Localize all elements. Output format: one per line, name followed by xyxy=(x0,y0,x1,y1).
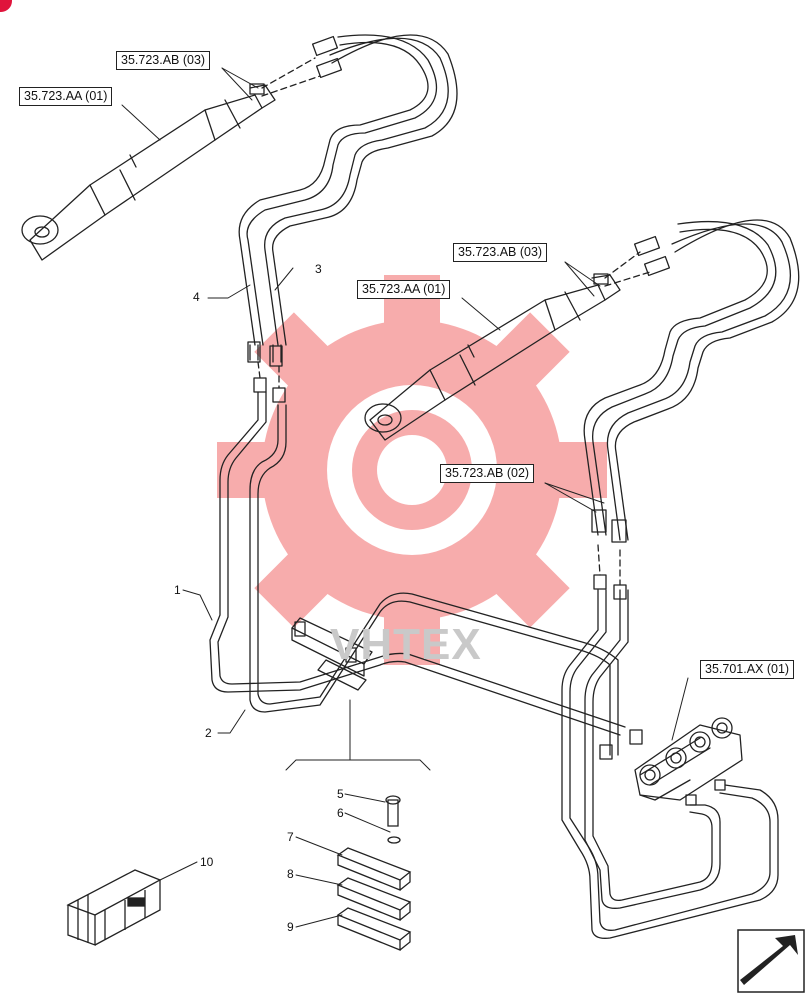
rigid-pipe-right xyxy=(561,589,779,939)
callout-1: 1 xyxy=(174,583,181,597)
ref-box-35723aa-01-upper[interactable]: 35.723.AA (01) xyxy=(19,87,113,106)
callout-5: 5 xyxy=(337,787,344,801)
callout-9: 9 xyxy=(287,920,294,934)
fittings xyxy=(247,35,671,760)
callout-4: 4 xyxy=(193,290,200,304)
ref-box-35701ax-01[interactable]: 35.701.AX (01) xyxy=(700,660,795,679)
leader-lines xyxy=(121,67,689,928)
ref-box-35723aa-01-lower[interactable]: 35.723.AA (01) xyxy=(357,280,451,299)
callout-8: 8 xyxy=(287,867,294,881)
hose-lower-pair xyxy=(583,219,800,541)
watermark-gear-icon xyxy=(217,275,607,665)
callout-2: 2 xyxy=(205,726,212,740)
hydraulic-cylinder-upper xyxy=(21,84,276,261)
callout-3: 3 xyxy=(315,262,322,276)
clamp-exploded xyxy=(336,795,412,951)
ref-box-35723ab-03-lower[interactable]: 35.723.AB (03) xyxy=(453,243,548,262)
hose-upper-pair xyxy=(238,34,458,363)
ref-box-35723ab-02[interactable]: 35.723.AB (02) xyxy=(440,464,535,483)
rigid-pipe-1 xyxy=(209,391,626,736)
rigid-pipe-2 xyxy=(249,404,619,756)
clamp-assembly xyxy=(291,617,373,691)
ref-box-35723ab-03-upper[interactable]: 35.723.AB (03) xyxy=(116,51,211,70)
wooden-crate-icon xyxy=(66,869,162,946)
callout-7: 7 xyxy=(287,830,294,844)
callout-6: 6 xyxy=(337,806,344,820)
valve-block xyxy=(634,717,743,806)
dash-lines xyxy=(257,57,651,586)
arrow-corner-icon[interactable] xyxy=(737,929,805,993)
callout-10: 10 xyxy=(200,855,214,869)
watermark-text: VHTEX xyxy=(330,620,482,669)
hydraulic-cylinder-lower xyxy=(364,274,621,441)
